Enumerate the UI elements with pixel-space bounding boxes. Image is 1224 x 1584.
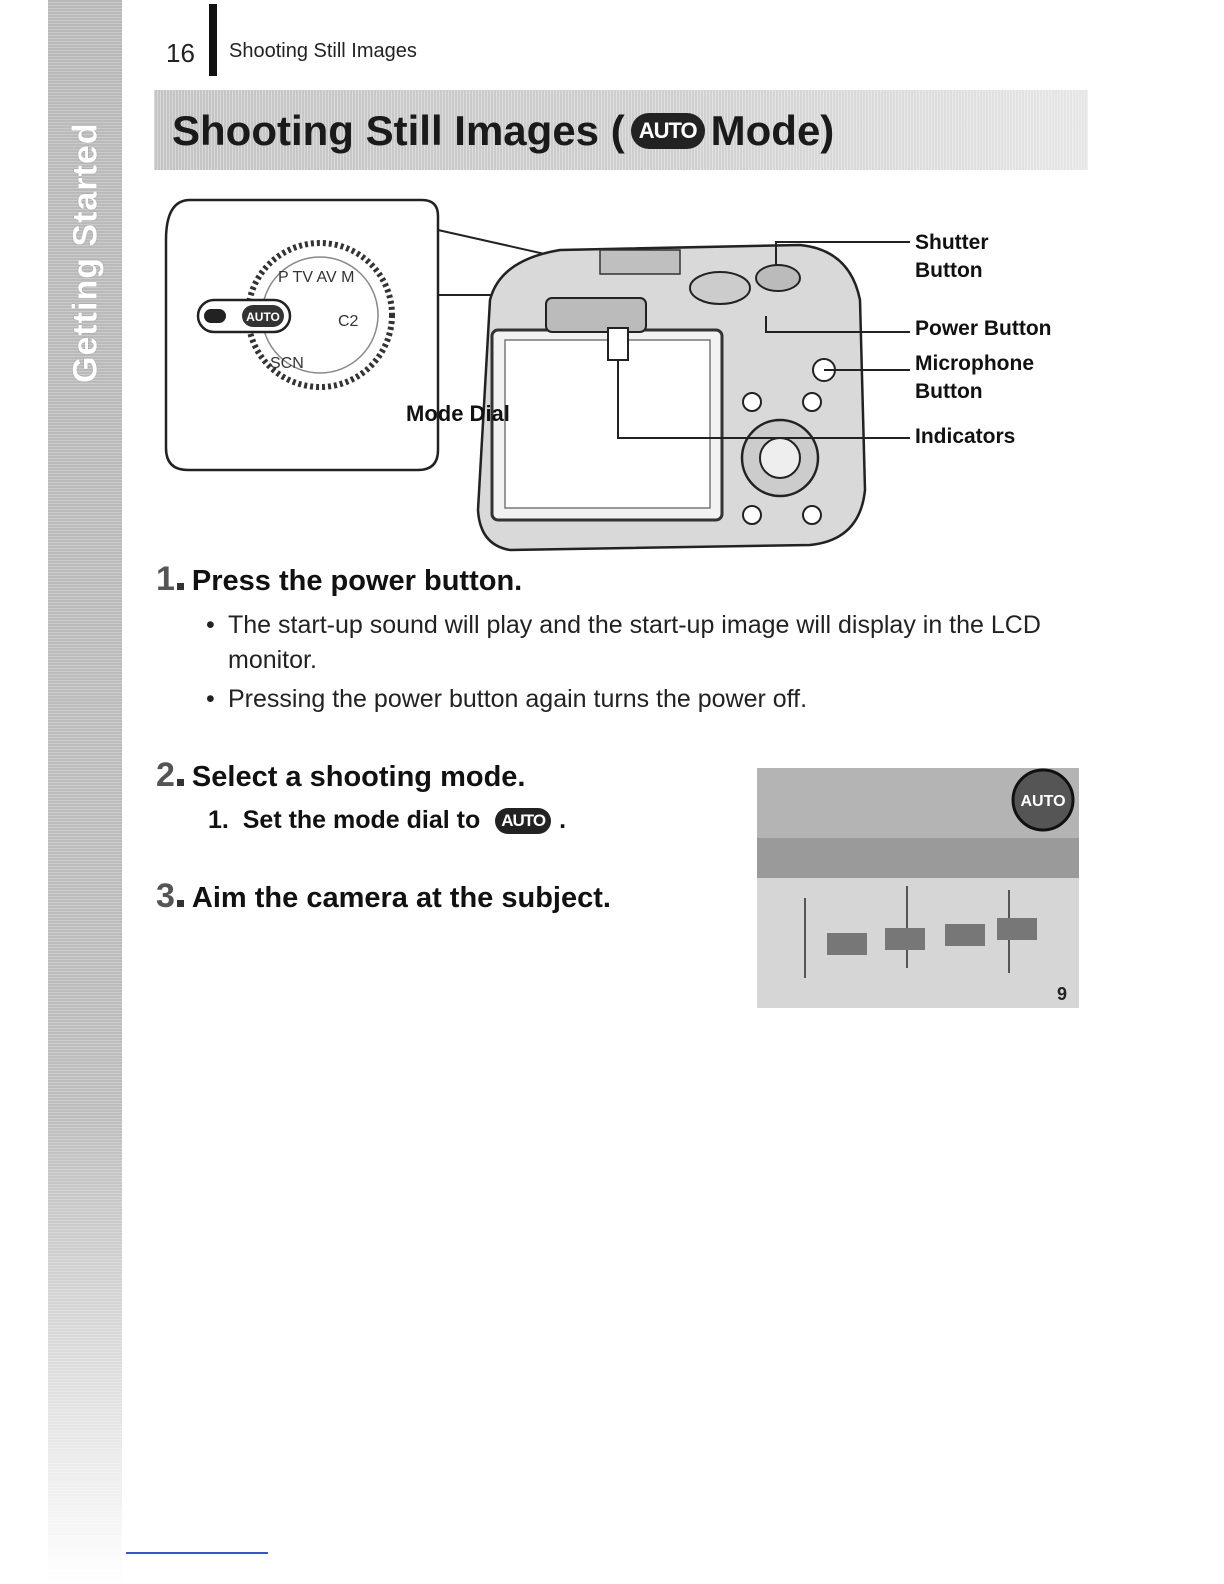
- step-1-text: Press the power button.: [191, 565, 523, 597]
- substep-text: 1. Set the mode dial to: [208, 806, 488, 834]
- title-suffix: Mode): [710, 107, 835, 154]
- callout-power-button: Power Button: [915, 317, 1052, 340]
- list-item: • Pressing the power button again turns …: [206, 682, 1096, 717]
- callout-microphone-button: Microphone Button: [915, 352, 1034, 403]
- mode-dial-label: Mode Dial: [406, 401, 510, 426]
- lcd-auto-icon: AUTO: [1020, 793, 1065, 810]
- page-number: 16: [166, 38, 195, 68]
- lcd-shots-remaining: 9: [1057, 984, 1067, 1004]
- title-prefix: Shooting Still Images (: [172, 107, 625, 154]
- mode-dial-icon: P TV AV M C2 SCN: [245, 240, 395, 390]
- step-2-text: Select a shooting mode.: [191, 761, 526, 793]
- camera-diagram: P TV AV M C2 SCN AUTO: [160, 190, 1080, 560]
- svg-text:SCN: SCN: [270, 355, 304, 372]
- auto-mode-icon: AUTO: [495, 807, 552, 834]
- list-item: • The start-up sound will play and the s…: [206, 608, 1096, 678]
- step-2-substep: 1. Set the mode dial to AUTO .: [208, 806, 566, 835]
- step-3-text: Aim the camera at the subject.: [191, 882, 611, 914]
- chapter-tab-label: Getting Started: [66, 122, 105, 384]
- title-band: [154, 90, 1088, 170]
- step-bullet-square: [176, 900, 184, 907]
- callout-indicators: Indicators: [915, 425, 1016, 448]
- lcd-screen-image: AUTO 9: [757, 768, 1079, 1008]
- substep-suffix: .: [559, 806, 567, 834]
- running-header: Shooting Still Images: [229, 40, 417, 62]
- mode-dial-pointer: AUTO: [196, 298, 292, 334]
- chapter-tab: [48, 0, 122, 1584]
- svg-text:AUTO: AUTO: [246, 310, 280, 324]
- footer-link-underline: [126, 1552, 268, 1554]
- camera-body: [476, 243, 867, 552]
- bullet-text: Pressing the power button again turns th…: [228, 685, 808, 713]
- step-3-number: 3: [156, 877, 175, 915]
- svg-text:C2: C2: [338, 313, 359, 330]
- beach-scene-image: AUTO 9: [757, 768, 1079, 1008]
- header-divider: [209, 4, 217, 76]
- step-2-number: 2: [156, 756, 175, 794]
- page-title: Shooting Still Images ( AUTO Mode): [172, 104, 834, 158]
- callout-shutter-button: Shutter Button: [915, 231, 989, 282]
- step-1-bullets: • The start-up sound will play and the s…: [206, 608, 1096, 721]
- auto-mode-icon: AUTO: [630, 113, 705, 149]
- camera-illustration: P TV AV M C2 SCN AUTO: [164, 198, 910, 552]
- step-1-heading: 1 Press the power button.: [156, 560, 522, 599]
- step-3-heading: 3 Aim the camera at the subject.: [156, 877, 611, 916]
- step-1-number: 1: [156, 560, 175, 598]
- bullet-text: The start-up sound will play and the sta…: [228, 611, 1041, 674]
- svg-text:P TV AV M: P TV AV M: [278, 269, 354, 286]
- step-bullet-square: [176, 583, 184, 590]
- step-bullet-square: [176, 779, 184, 786]
- step-2-heading: 2 Select a shooting mode.: [156, 756, 525, 795]
